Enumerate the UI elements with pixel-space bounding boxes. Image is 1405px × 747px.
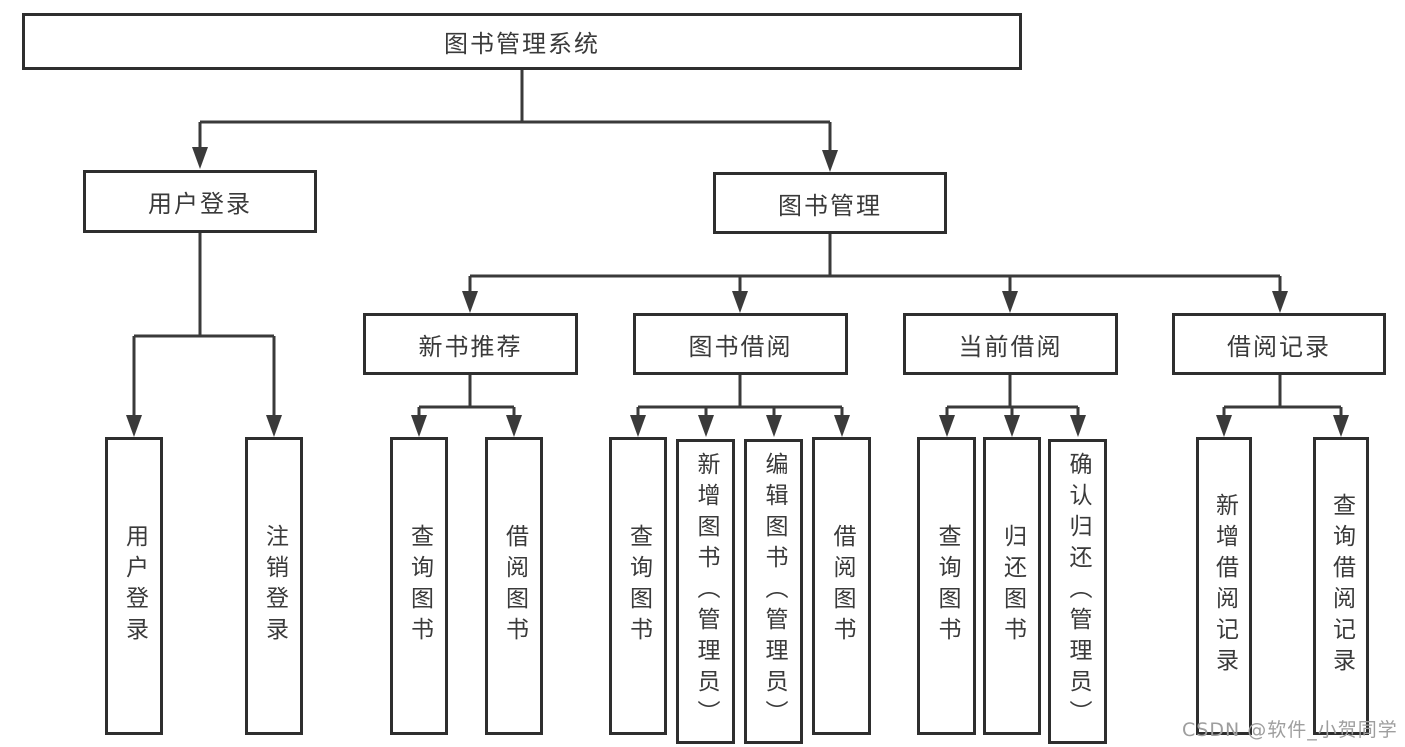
node-current-borrowing: 当前借阅: [903, 313, 1118, 375]
node-user-login-label: 用户登录: [148, 190, 252, 218]
node-book-borrowing-label: 图书借阅: [688, 332, 793, 361]
leaf-current-query-books-label: 查询图书: [934, 524, 960, 648]
leaf-borrow-edit-books-admin-label: 编辑图书（管理员）: [761, 452, 787, 731]
leaf-borrow-borrow-books: 借阅图书: [812, 437, 871, 735]
node-current-borrowing-label: 当前借阅: [958, 332, 1063, 361]
node-borrowing-records: 借阅记录: [1172, 313, 1386, 375]
leaf-logout: 注销登录: [245, 437, 303, 735]
leaf-borrow-add-books-admin-label: 新增图书（管理员）: [693, 452, 719, 731]
node-borrowing-records-label: 借阅记录: [1227, 332, 1331, 361]
leaf-recommend-query-books: 查询图书: [390, 437, 448, 735]
leaf-borrow-edit-books-admin: 编辑图书（管理员）: [744, 439, 803, 744]
leaf-records-query-record: 查询借阅记录: [1313, 437, 1369, 735]
node-book-management: 图书管理: [713, 172, 947, 234]
node-root-label: 图书管理系统: [444, 30, 600, 58]
leaf-recommend-borrow-books-label: 借阅图书: [501, 524, 528, 648]
node-book-management-label: 图书管理: [778, 191, 882, 220]
leaf-user-login-label: 用户登录: [121, 524, 148, 648]
leaf-user-login: 用户登录: [105, 437, 163, 735]
leaf-records-query-record-label: 查询借阅记录: [1328, 493, 1355, 679]
leaf-current-return-books: 归还图书: [983, 437, 1041, 735]
node-book-borrowing: 图书借阅: [633, 313, 848, 375]
watermark: CSDN @软件_小贺同学: [1182, 719, 1398, 741]
node-new-book-recommendation-label: 新书推荐: [418, 332, 523, 361]
leaf-borrow-add-books-admin: 新增图书（管理员）: [676, 439, 735, 744]
leaf-records-add-record: 新增借阅记录: [1196, 437, 1252, 735]
leaf-records-add-record-label: 新增借阅记录: [1211, 493, 1238, 679]
leaf-borrow-query-books-label: 查询图书: [625, 524, 652, 648]
leaf-current-confirm-return-admin: 确认归还（管理员）: [1048, 439, 1107, 744]
leaf-recommend-query-books-label: 查询图书: [406, 524, 433, 648]
leaf-current-query-books: 查询图书: [917, 437, 976, 735]
leaf-current-confirm-return-admin-label: 确认归还（管理员）: [1065, 452, 1091, 731]
leaf-current-return-books-label: 归还图书: [999, 524, 1026, 648]
leaf-borrow-borrow-books-label: 借阅图书: [829, 524, 855, 648]
leaf-recommend-borrow-books: 借阅图书: [485, 437, 543, 735]
node-user-login: 用户登录: [83, 170, 317, 233]
node-new-book-recommendation: 新书推荐: [363, 313, 578, 375]
leaf-logout-label: 注销登录: [261, 524, 288, 648]
node-root: 图书管理系统: [22, 13, 1022, 70]
leaf-borrow-query-books: 查询图书: [609, 437, 667, 735]
